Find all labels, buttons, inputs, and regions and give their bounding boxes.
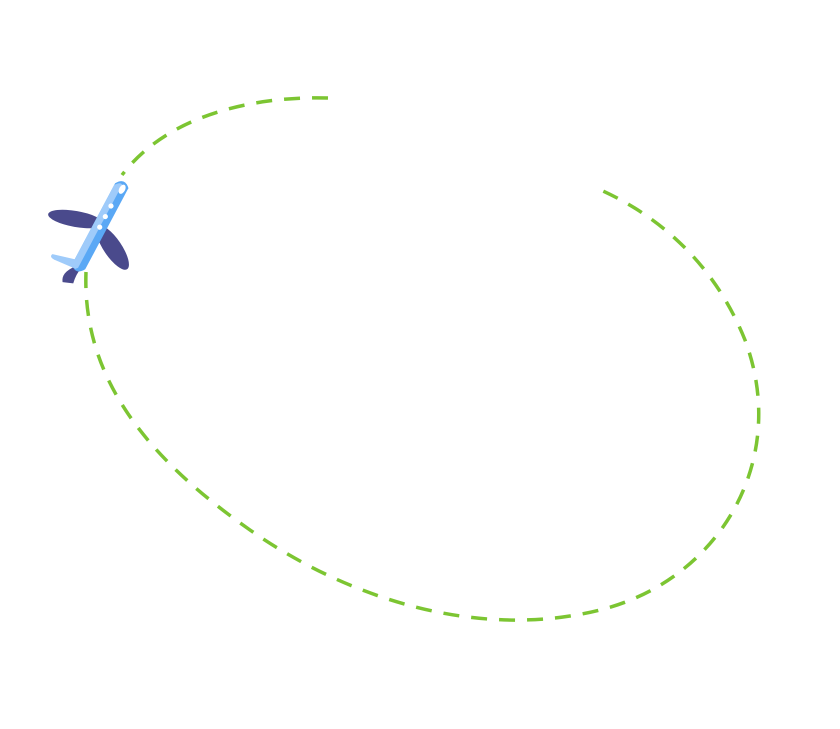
plane-window	[102, 213, 108, 220]
airplane-icon	[48, 181, 129, 284]
dashed-flight-path	[84, 96, 761, 622]
plane-tail-stabilizer	[51, 254, 77, 270]
plane-window	[97, 224, 103, 230]
plane-cockpit-window	[118, 184, 126, 194]
plane-window	[108, 203, 114, 209]
plane-right-wing	[96, 225, 129, 270]
plane-left-wing	[48, 209, 104, 229]
